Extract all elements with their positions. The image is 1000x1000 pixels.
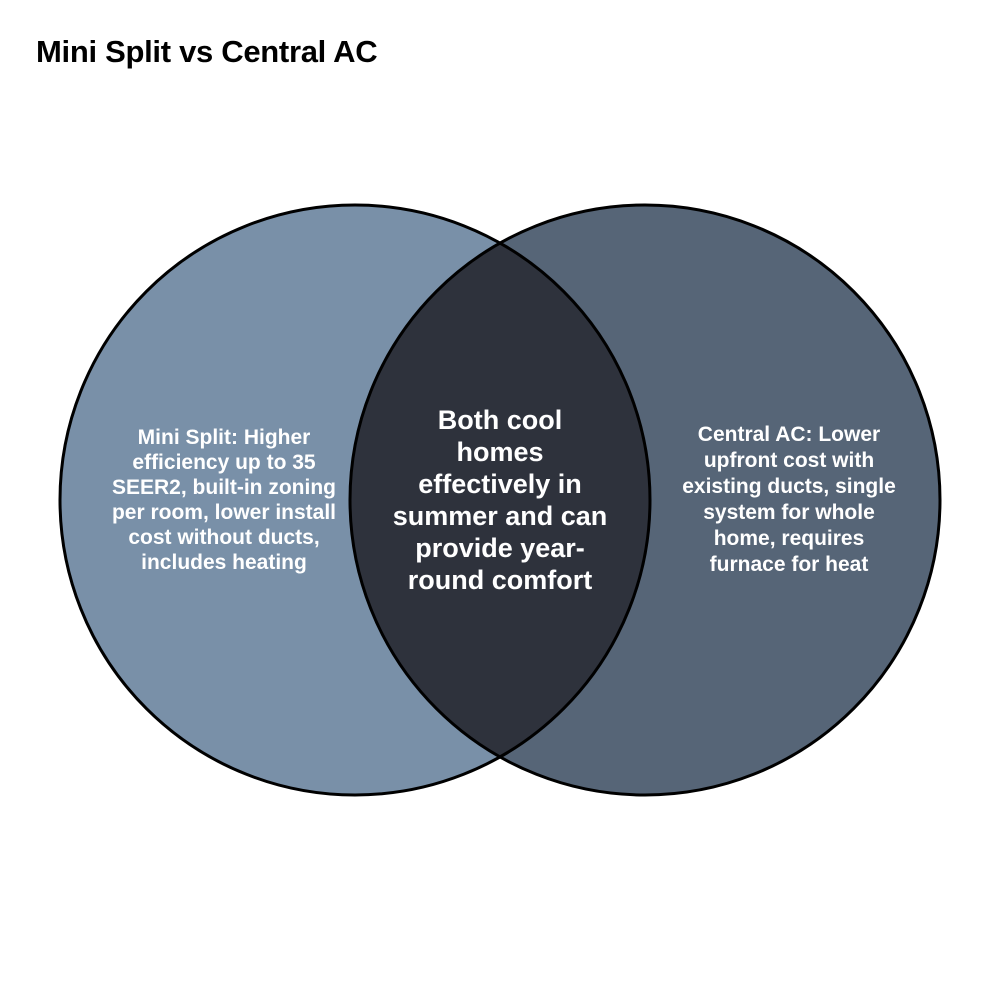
circle-overlap bbox=[350, 205, 650, 795]
mini-split-text: Mini Split: Higher efficiency up to 35 S… bbox=[111, 426, 337, 574]
circle-central-ac-outline bbox=[348, 203, 942, 797]
central-ac-text: Central AC: Lower upfront cost with exis… bbox=[682, 423, 896, 576]
circle-mini-split-outline bbox=[58, 203, 652, 797]
shared-label: Both cool homes effectively in summer an… bbox=[392, 380, 608, 620]
shared-text: Both cool homes effectively in summer an… bbox=[392, 405, 608, 595]
mini-split-label: Mini Split: Higher efficiency up to 35 S… bbox=[108, 390, 340, 610]
page-title: Mini Split vs Central AC bbox=[36, 34, 378, 69]
central-ac-label: Central AC: Lower upfront cost with exis… bbox=[678, 382, 900, 618]
